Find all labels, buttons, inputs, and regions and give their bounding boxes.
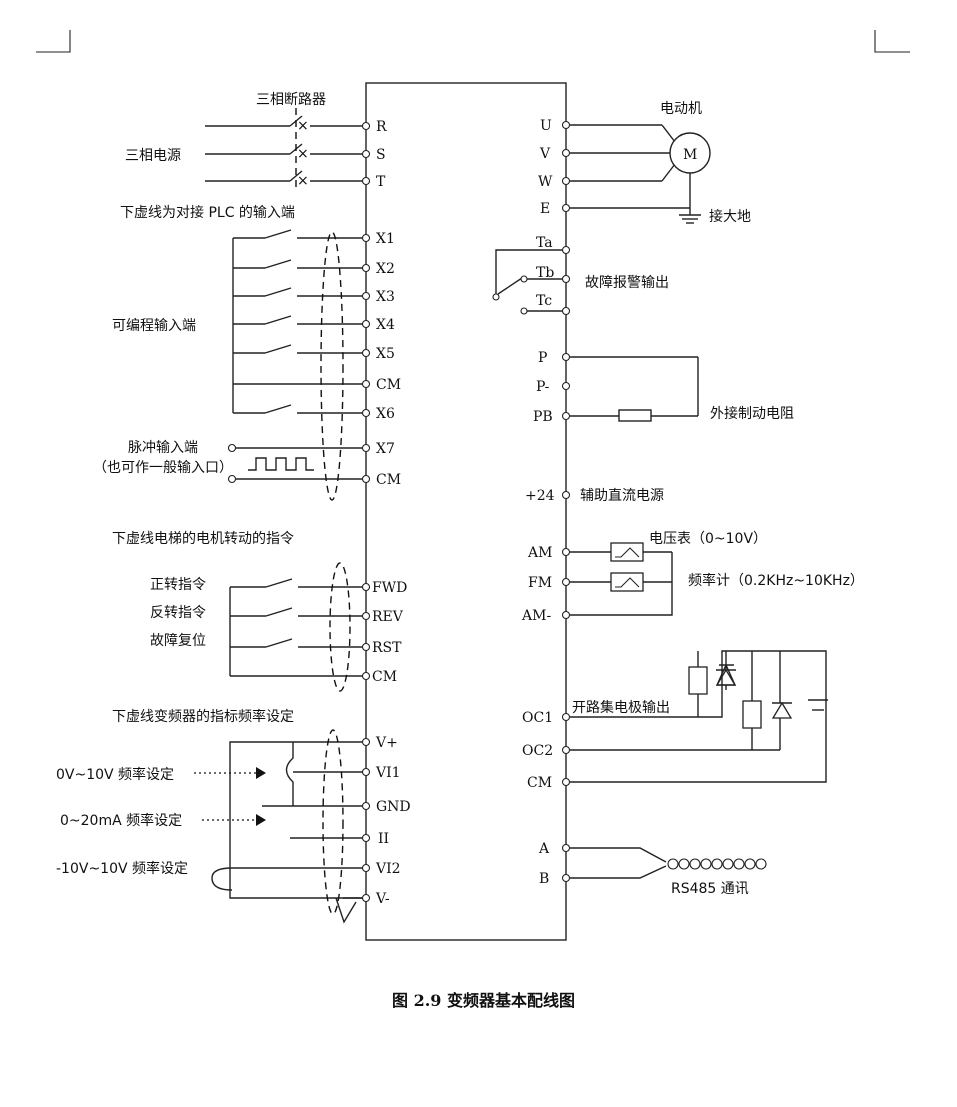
fault-reset-label: 故障复位 — [150, 632, 206, 649]
freq-meter-label: 频率计（0.2KHz~10KHz） — [688, 572, 864, 589]
terminal-24v: +24 — [525, 488, 555, 504]
terminal-am: AM — [527, 545, 552, 561]
power-label: 三相电源 — [125, 148, 181, 164]
terminal-v: V — [539, 146, 551, 162]
terminal-rst: RST — [372, 640, 402, 656]
corner-mark-left — [36, 30, 71, 53]
left-terminal-labels: R S T X1 X2 X3 X4 X5 CM X6 X7 CM FWD REV… — [372, 119, 411, 907]
terminal-fwd: FWD — [372, 580, 407, 596]
v010-label: 0V~10V 频率设定 — [56, 766, 174, 783]
ma020-label: 0~20mA 频率设定 — [60, 812, 182, 829]
right-terminal-labels: U V W E Ta Tb Tc P P- PB +24 AM FM AM- O… — [521, 118, 555, 887]
reverse-label: 反转指令 — [150, 605, 206, 621]
terminal-x1: X1 — [376, 231, 395, 247]
aux-dc-label: 辅助直流电源 — [580, 487, 664, 504]
terminal-gnd: GND — [376, 799, 411, 815]
terminal-oc2: OC2 — [522, 743, 553, 759]
terminal-cm-right: CM — [527, 775, 552, 791]
freqmeter-box — [610, 572, 644, 592]
breaker-label: 三相断路器 — [256, 92, 326, 108]
corner-mark-right — [874, 30, 910, 53]
terminal-s: S — [376, 147, 386, 163]
forward-label: 正转指令 — [150, 577, 206, 593]
inverter-body — [365, 82, 567, 941]
terminal-ii: II — [378, 831, 389, 847]
svg-text:×: × — [297, 118, 309, 134]
meters-group — [570, 542, 673, 616]
terminal-tc: Tc — [536, 293, 552, 309]
terminal-w: W — [538, 174, 553, 190]
fault-relay-group — [492, 249, 563, 315]
terminal-cm-3: CM — [372, 669, 397, 685]
terminal-rev: REV — [372, 609, 404, 625]
open-collector-group — [570, 650, 828, 783]
power-input-group: × × × — [205, 108, 363, 190]
fault-alarm-label: 故障报警输出 — [585, 275, 669, 291]
left-descriptions: 三相断路器 三相电源 下虚线为对接 PLC 的输入端 可编程输入端 脉冲输入端 … — [56, 92, 326, 877]
terminal-p: P — [538, 350, 547, 366]
brake-resistor — [618, 409, 652, 422]
terminal-oc1: OC1 — [522, 710, 553, 726]
terminal-cm-2: CM — [376, 472, 401, 488]
ground-label: 接大地 — [709, 208, 751, 225]
terminal-e: E — [540, 201, 550, 217]
terminal-x5: X5 — [376, 346, 395, 362]
v1010-label: -10V~10V 频率设定 — [56, 860, 188, 877]
open-collector-label: 开路集电极输出 — [572, 699, 670, 716]
right-descriptions: 电动机 接大地 故障报警输出 外接制动电阻 辅助直流电源 电压表（0~10V） … — [572, 101, 864, 897]
svg-text:×: × — [297, 146, 309, 162]
terminal-x3: X3 — [376, 289, 395, 305]
terminal-vi2: VI2 — [375, 861, 401, 877]
left-terminal-circles — [361, 121, 371, 903]
plc-section-label: 下虚线为对接 PLC 的输入端 — [120, 204, 295, 221]
freq-section-label: 下虚线变频器的指标频率设定 — [112, 708, 294, 725]
terminal-a: A — [538, 841, 550, 857]
voltmeter-box — [610, 542, 644, 562]
rs485-group — [570, 847, 767, 879]
terminal-x7: X7 — [376, 441, 395, 457]
pulse-input-group — [227, 231, 363, 501]
motor-letter: M — [683, 147, 697, 163]
terminal-ta: Ta — [536, 235, 553, 251]
terminal-tb: Tb — [536, 265, 554, 281]
terminal-fm: FM — [528, 575, 552, 591]
analog-input-group — [194, 729, 363, 924]
brake-resistor-label: 外接制动电阻 — [710, 405, 794, 422]
twisted-pair — [667, 858, 767, 870]
pulse-label: 脉冲输入端 — [128, 440, 198, 456]
terminal-vplus: V+ — [375, 735, 398, 751]
terminal-x6: X6 — [376, 406, 395, 422]
svg-text:×: × — [297, 173, 309, 189]
terminal-am-minus: AM- — [521, 608, 551, 624]
programmable-label: 可编程输入端 — [112, 318, 196, 334]
motor-label: 电动机 — [660, 101, 702, 117]
rs485-label: RS485 通讯 — [671, 881, 749, 897]
terminal-vminus: V- — [375, 891, 390, 907]
terminal-x4: X4 — [376, 317, 395, 333]
pulse-note: （也可作一般输入口） — [93, 460, 233, 476]
digital-inputs-group — [232, 229, 363, 414]
terminal-u: U — [540, 118, 552, 134]
terminal-vi1: VI1 — [375, 765, 401, 781]
terminal-pminus: P- — [536, 379, 550, 395]
run-command-group — [229, 562, 363, 692]
right-terminal-circles — [561, 120, 571, 883]
figure-caption: 图 2.9 变频器基本配线图 — [392, 991, 575, 1010]
motor-group: M — [570, 124, 711, 224]
voltmeter-label: 电压表（0~10V） — [649, 531, 767, 547]
terminal-x2: X2 — [376, 261, 395, 277]
elevator-section-label: 下虚线电梯的电机转动的指令 — [112, 531, 294, 547]
terminal-t: T — [376, 174, 386, 190]
terminal-r: R — [376, 119, 387, 135]
brake-resistor-group — [570, 356, 699, 422]
terminal-cm-1: CM — [376, 377, 401, 393]
terminal-pb: PB — [533, 409, 553, 425]
terminal-b: B — [539, 871, 549, 887]
